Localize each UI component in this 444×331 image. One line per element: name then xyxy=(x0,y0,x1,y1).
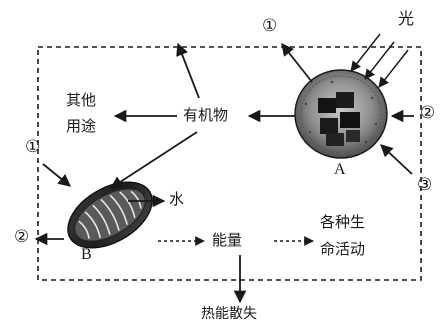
arrow-chloroplast-to-marker1 xyxy=(282,44,312,82)
label-heat-loss: 热能散失 xyxy=(201,306,257,322)
label-other-uses-line1: 其他 xyxy=(66,92,96,109)
arrow-marker3-to-chloroplast xyxy=(381,145,412,174)
label-life-activities-line1: 各种生 xyxy=(320,214,365,231)
label-organic-matter: 有机物 xyxy=(183,107,228,124)
label-mitochondrion-b: B xyxy=(81,246,92,264)
arrow-organic-to-mitochondrion xyxy=(111,132,197,188)
marker-mitochondrion-top: ① xyxy=(25,139,40,156)
label-other-uses-line2: 用途 xyxy=(66,118,96,135)
mitochondrion xyxy=(57,169,164,262)
arrow-organic-to-outside xyxy=(178,44,199,98)
marker-chloroplast-top: ① xyxy=(262,18,277,35)
marker-mitochondrion-left: ② xyxy=(14,229,29,246)
label-energy: 能量 xyxy=(212,232,242,249)
arrow-marker1-to-mitochondrion xyxy=(43,164,70,186)
label-life-activities-line2: 命活动 xyxy=(320,241,365,258)
label-chloroplast-a: A xyxy=(334,161,346,179)
label-water: 水 xyxy=(169,191,184,208)
chloroplast xyxy=(295,70,387,158)
marker-chloroplast-right-low: ③ xyxy=(417,177,432,194)
marker-chloroplast-right-mid: ② xyxy=(420,105,435,122)
label-light: 光 xyxy=(398,10,414,28)
